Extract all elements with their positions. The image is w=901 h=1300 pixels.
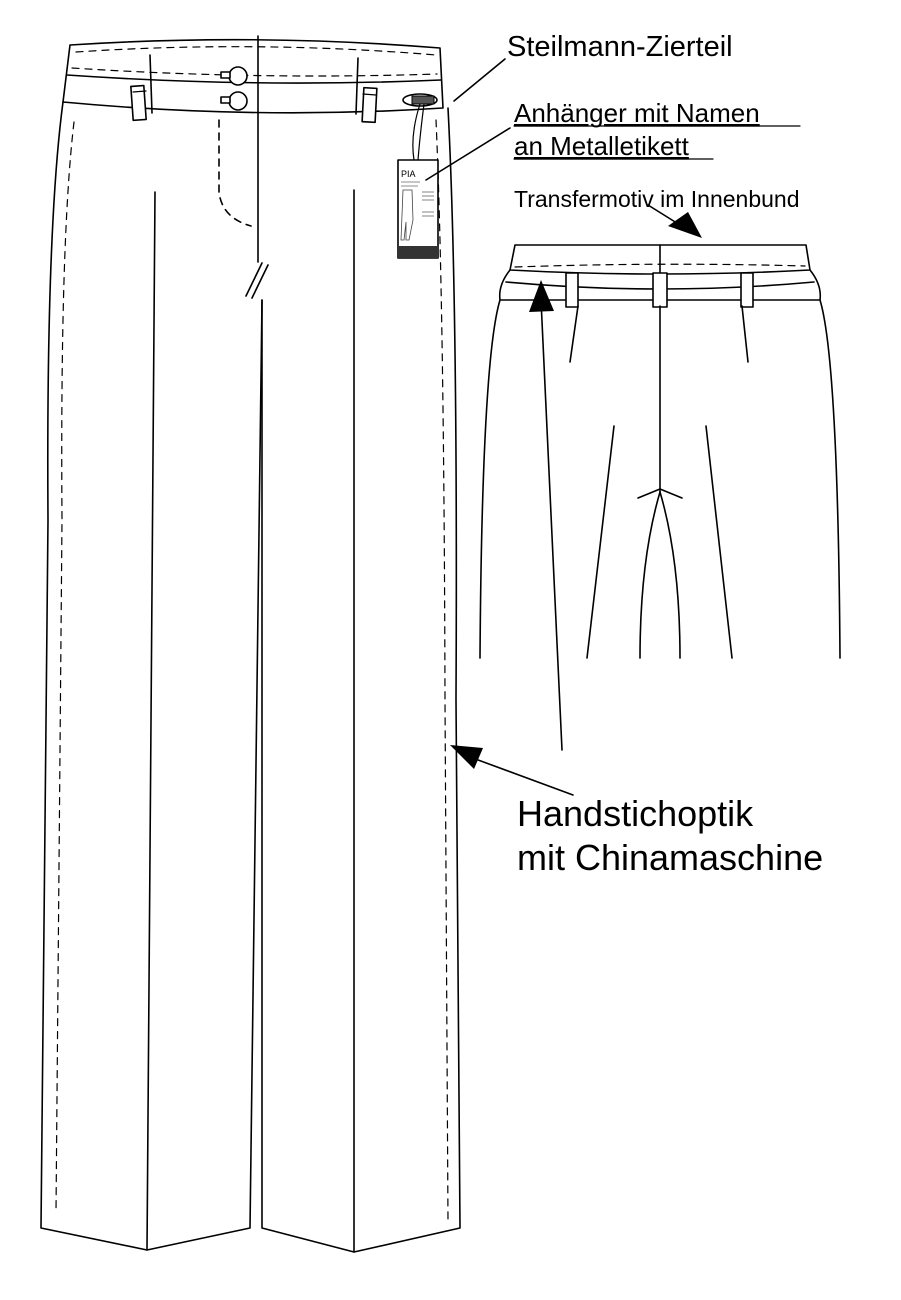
label-chinamaschine: mit Chinamaschine: [517, 837, 823, 878]
fly-topstitch: [218, 119, 252, 227]
leader-zierteil: [453, 58, 506, 102]
arrowhead-back-stitch: [529, 280, 554, 312]
hang-tag-trouser-icon: [400, 189, 414, 241]
front-yoke-line-left: [149, 54, 153, 114]
left-side-hand-stitch: [55, 121, 75, 1213]
steilmann-decorative-part: [402, 93, 438, 107]
back-dart-right: [741, 305, 749, 363]
back-outline-right: [809, 269, 841, 659]
front-belt-loop-left: [130, 84, 147, 122]
back-crease-left: [586, 425, 615, 659]
front-crease-left: [146, 191, 156, 1251]
right-side-hand-stitch: [435, 119, 449, 1223]
label-steilmann-zierteil: Steilmann-Zierteil: [507, 31, 733, 63]
front-waistband-topstitch-top: [75, 46, 437, 56]
label-anhaenger-line1: Anhänger mit Namen: [514, 98, 760, 128]
button-shank-top: [220, 71, 231, 79]
loop-stitch: [362, 93, 377, 96]
back-view-trousers: [479, 244, 841, 659]
front-left-leg-outline: [40, 101, 263, 1251]
front-button-bottom: [228, 91, 248, 111]
label-transfermotiv: Transfermotiv im Innenbund: [514, 186, 800, 212]
annotation-labels: Steilmann-Zierteil Anhänger mit Namen an…: [507, 31, 823, 878]
back-crease-right: [705, 425, 733, 659]
back-belt-loop-left: [565, 272, 579, 308]
hang-tag-band: [398, 246, 438, 258]
leader-back-stitch: [540, 299, 563, 751]
leader-haenger: [425, 127, 511, 181]
break-mark-1: [245, 262, 263, 297]
hang-tag-name: PIA: [401, 169, 416, 179]
button-shank-bottom: [220, 96, 231, 104]
arrowhead-handstich: [450, 745, 483, 769]
front-button-top: [228, 66, 248, 86]
hang-tag-string-2: [417, 103, 425, 161]
arrowhead-transfer: [668, 212, 702, 238]
hang-tag-string-1: [412, 103, 421, 161]
back-waistband-topstitch: [514, 263, 806, 268]
back-inseam-left: [639, 491, 661, 659]
hang-tag: PIA: [397, 103, 439, 259]
front-belt-loop-right: [361, 86, 378, 124]
front-waistband-topstitch-bottom: [71, 67, 438, 77]
loop-stitch: [132, 90, 147, 93]
label-anhaenger-line2: an Metalletikett: [514, 131, 690, 161]
front-right-leg-outline: [261, 107, 461, 1253]
label-handstichoptik: Handstichoptik: [517, 793, 754, 834]
back-dart-left: [569, 305, 579, 363]
front-yoke-line-right: [355, 57, 359, 115]
back-waistband: [509, 244, 811, 275]
front-waistband-seam: [66, 74, 442, 84]
back-inseam-right: [659, 491, 681, 659]
break-mark-2: [251, 264, 269, 299]
crotch-mark: [637, 488, 683, 499]
front-waistband: [62, 38, 444, 114]
front-view-trousers: [40, 35, 461, 1253]
back-belt-loop-right: [740, 272, 754, 308]
leader-lines: [425, 58, 702, 796]
back-belt-loop-center: [652, 272, 668, 308]
leader-handstich: [469, 756, 574, 796]
back-outline-left: [479, 269, 511, 659]
